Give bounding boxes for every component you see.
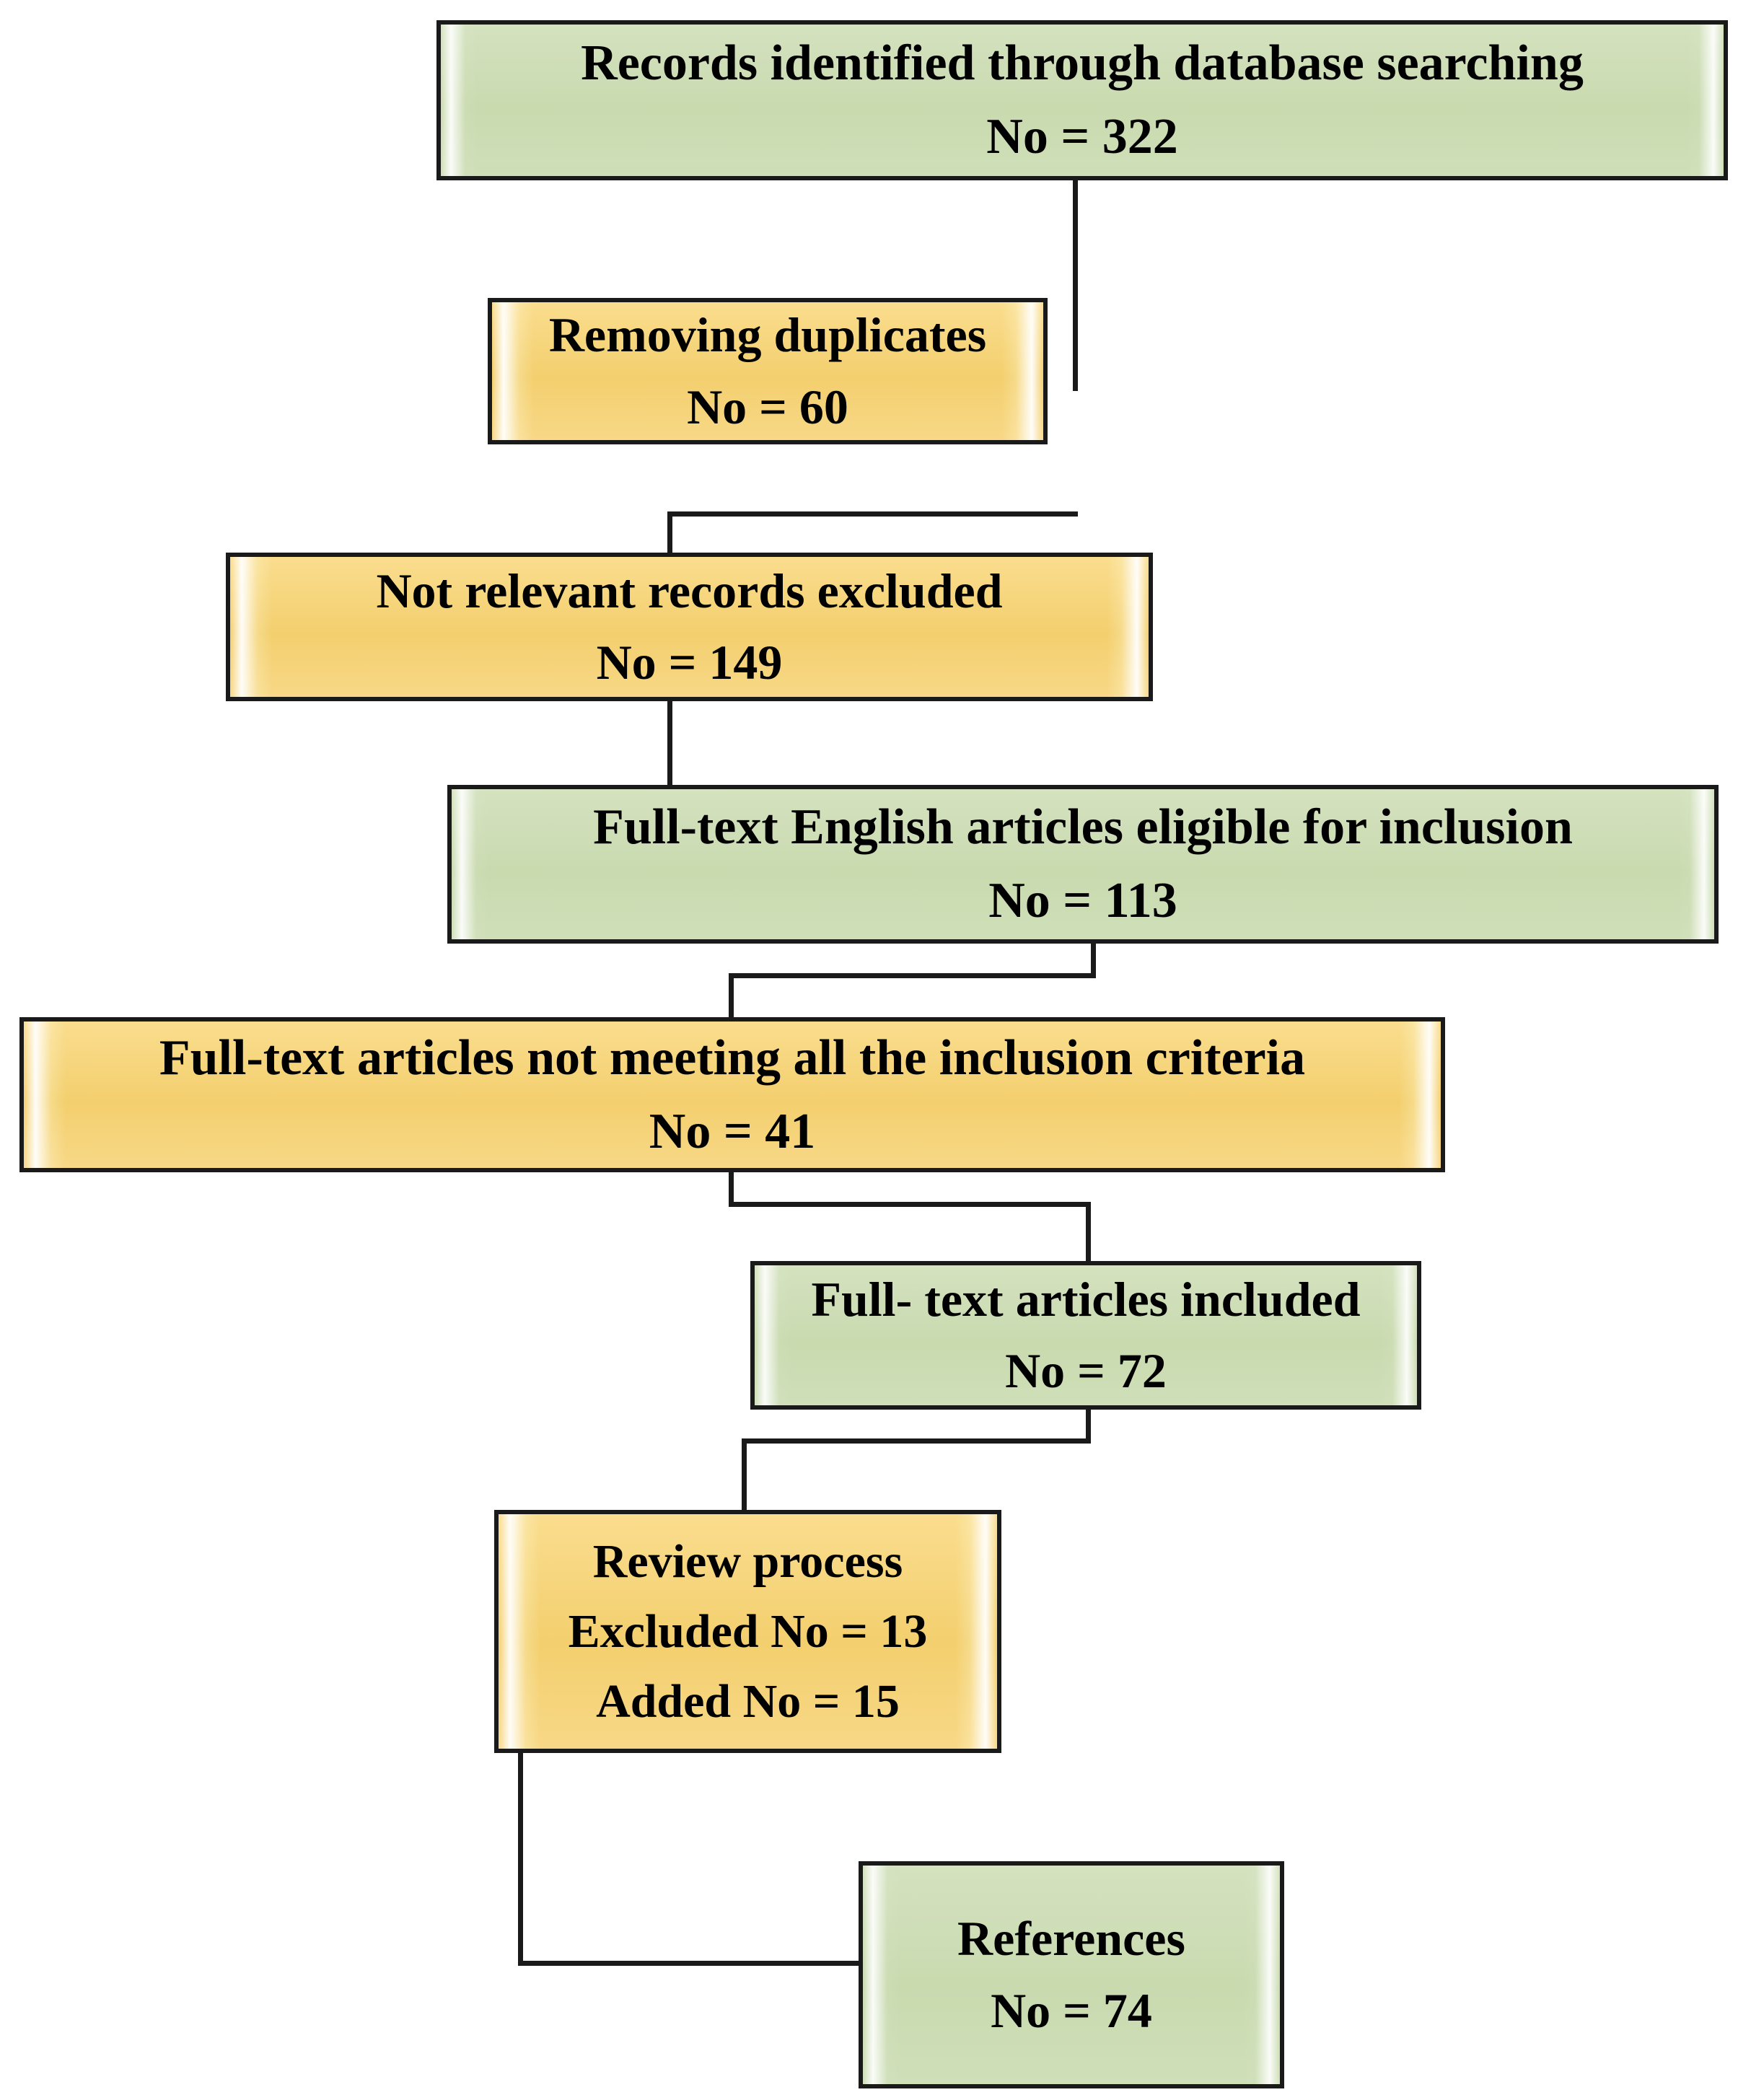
node-count: No = 322 xyxy=(986,109,1178,164)
connector-c1-trunk xyxy=(1073,180,1078,391)
connector-c4-into-box5 xyxy=(729,973,734,1020)
node-label: Records identified through database sear… xyxy=(581,35,1584,92)
connector-c7-to-refs xyxy=(518,1961,863,1966)
connector-c1-jog xyxy=(667,511,1078,517)
connector-c7-trunk xyxy=(518,1753,523,1966)
connector-c6-into-box7 xyxy=(742,1438,747,1514)
node-label: References xyxy=(957,1911,1185,1967)
flow-node-not-meeting-criteria[interactable]: Full-text articles not meeting all the i… xyxy=(19,1017,1445,1172)
connector-c3-trunk xyxy=(667,701,672,788)
review-process-label: Review process xyxy=(592,1534,903,1588)
node-text: Full-text English articles eligible for … xyxy=(452,800,1714,928)
node-label: Not relevant records excluded xyxy=(376,563,1003,618)
flow-node-references[interactable]: References No = 74 xyxy=(859,1861,1284,2088)
node-count: No = 41 xyxy=(649,1103,816,1159)
node-label: Full-text articles not meeting all the i… xyxy=(159,1029,1306,1086)
node-text: Not relevant records excluded No = 149 xyxy=(230,563,1149,690)
connector-c5-trunk xyxy=(729,1172,734,1207)
node-text: Removing duplicates No = 60 xyxy=(492,307,1043,434)
node-label: Full-text English articles eligible for … xyxy=(593,799,1573,856)
connector-c4-jog xyxy=(729,973,1096,978)
connector-c6-trunk xyxy=(1086,1410,1091,1442)
review-process-excluded: Excluded No = 13 xyxy=(568,1604,928,1658)
connector-c4-trunk xyxy=(1091,944,1096,976)
node-text: References No = 74 xyxy=(863,1912,1280,2037)
node-text: Full- text articles included No = 72 xyxy=(755,1273,1417,1398)
node-count: No = 74 xyxy=(991,1982,1152,2038)
flow-node-full-text-eligible[interactable]: Full-text English articles eligible for … xyxy=(447,785,1719,944)
node-count: No = 60 xyxy=(687,379,848,434)
node-text: Records identified through database sear… xyxy=(441,36,1724,164)
node-text: Full-text articles not meeting all the i… xyxy=(24,1031,1441,1159)
flow-node-records-identified[interactable]: Records identified through database sear… xyxy=(436,20,1728,180)
flow-node-removing-duplicates[interactable]: Removing duplicates No = 60 xyxy=(488,298,1048,444)
flow-node-not-relevant-excluded[interactable]: Not relevant records excluded No = 149 xyxy=(226,553,1153,701)
review-process-added: Added No = 15 xyxy=(596,1675,900,1728)
node-count: No = 149 xyxy=(596,635,783,690)
connector-c1-into-box3 xyxy=(667,511,672,555)
node-count: No = 113 xyxy=(988,873,1177,928)
flow-node-full-text-included[interactable]: Full- text articles included No = 72 xyxy=(750,1261,1421,1410)
node-label: Removing duplicates xyxy=(548,307,987,363)
connector-c6-jog xyxy=(742,1438,1091,1444)
node-count: No = 72 xyxy=(1005,1343,1167,1398)
connector-c5-into-box6 xyxy=(1086,1202,1091,1264)
connector-c5-jog xyxy=(729,1202,1091,1207)
node-label: Full- text articles included xyxy=(811,1271,1361,1327)
